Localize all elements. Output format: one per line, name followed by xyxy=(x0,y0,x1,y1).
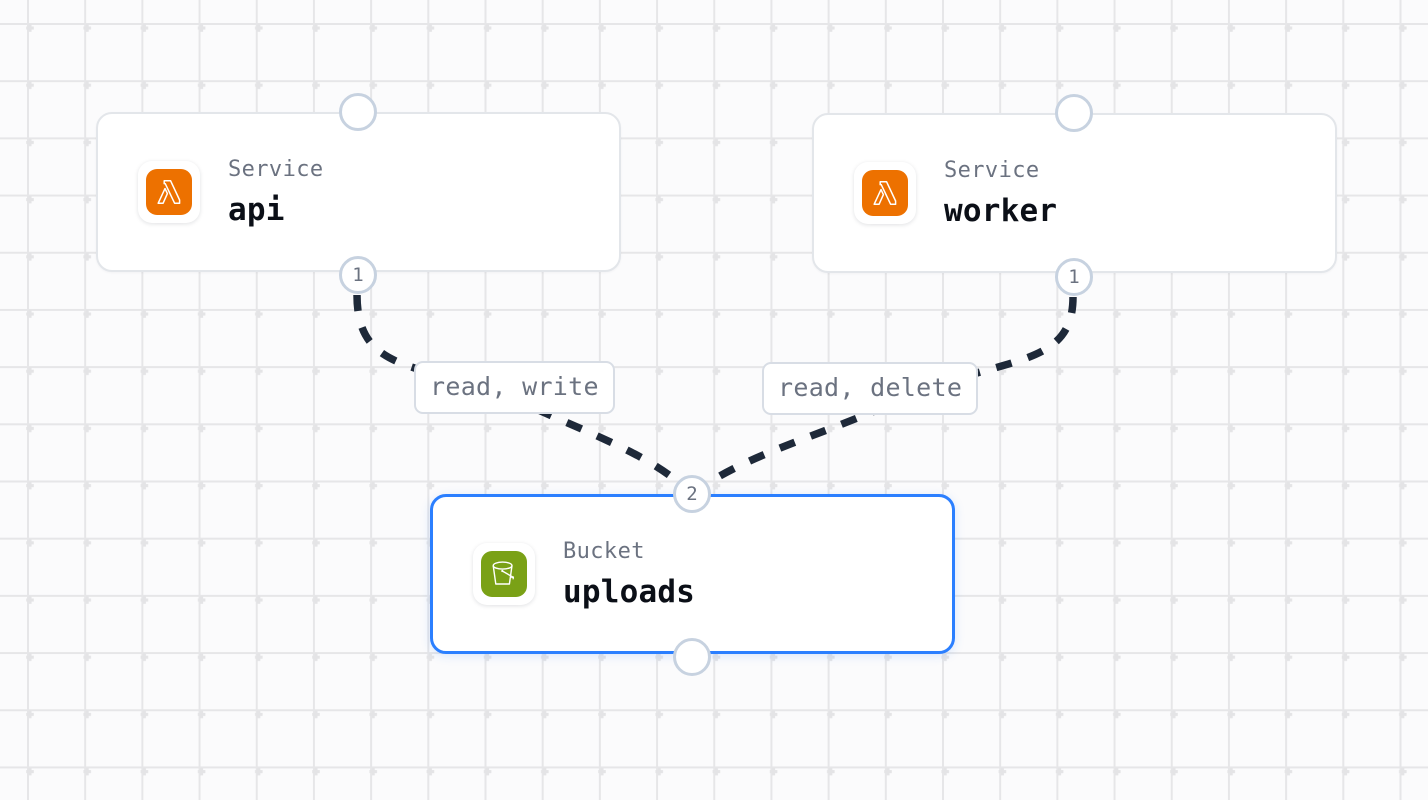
aws-lambda-icon xyxy=(862,170,908,216)
edge-label-text: read, delete xyxy=(778,373,963,402)
edge-label-text: read, write xyxy=(430,372,599,401)
node-text-block: Bucket uploads xyxy=(563,538,696,610)
s3-bucket-icon xyxy=(481,551,527,597)
port-worker-top[interactable] xyxy=(1055,94,1093,132)
node-icon-wrapper xyxy=(854,162,916,224)
port-label: 1 xyxy=(352,264,364,286)
port-label: 2 xyxy=(686,483,698,505)
port-api-bottom[interactable]: 1 xyxy=(339,256,377,294)
port-worker-bottom[interactable]: 1 xyxy=(1055,258,1093,296)
edge-label-worker-uploads[interactable]: read, delete xyxy=(762,362,979,415)
node-text-block: Service api xyxy=(228,156,324,228)
aws-lambda-icon xyxy=(146,169,192,215)
node-name-label: uploads xyxy=(563,573,696,610)
node-name-label: worker xyxy=(944,192,1058,229)
port-api-top[interactable] xyxy=(339,93,377,131)
node-kind-label: Service xyxy=(944,157,1040,183)
node-service-api[interactable]: Service api xyxy=(96,112,621,272)
edge-label-api-uploads[interactable]: read, write xyxy=(414,361,615,414)
port-label: 1 xyxy=(1068,266,1080,288)
node-kind-label: Service xyxy=(228,156,324,182)
node-icon-wrapper xyxy=(138,161,200,223)
node-kind-label: Bucket xyxy=(563,538,645,564)
port-uploads-bottom[interactable] xyxy=(673,638,711,676)
node-bucket-uploads[interactable]: Bucket uploads xyxy=(430,494,955,654)
node-text-block: Service worker xyxy=(944,157,1058,229)
node-icon-wrapper xyxy=(473,543,535,605)
node-name-label: api xyxy=(228,191,285,228)
port-uploads-top[interactable]: 2 xyxy=(673,475,711,513)
node-service-worker[interactable]: Service worker xyxy=(812,113,1337,273)
